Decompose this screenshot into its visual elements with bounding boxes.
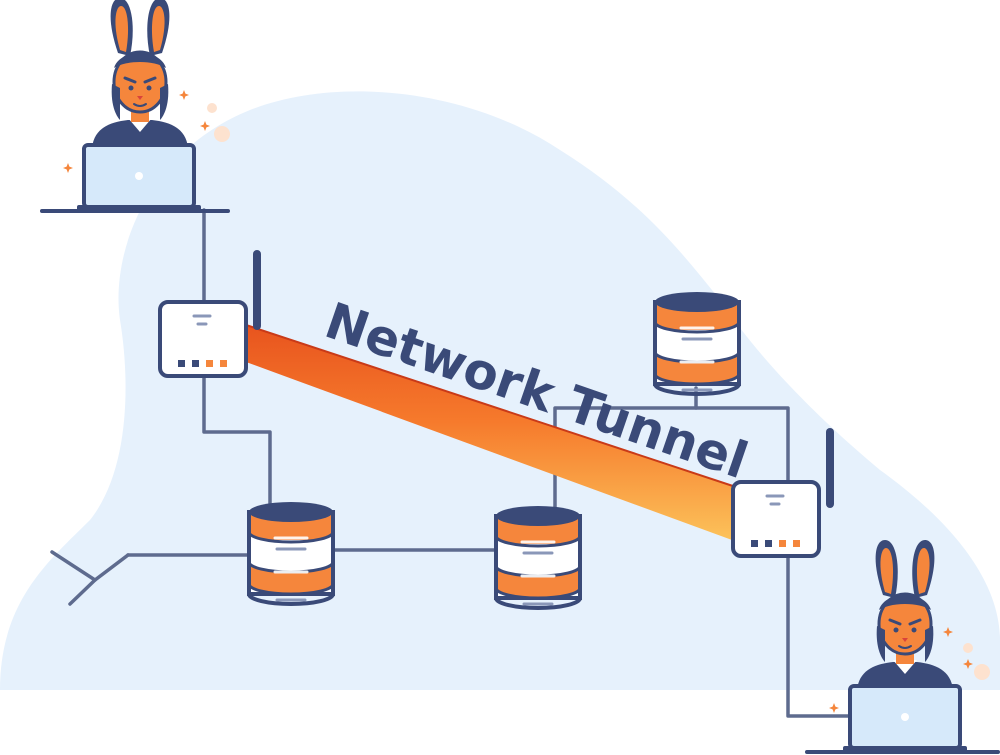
bottom-right-user xyxy=(805,538,1000,754)
desk-line xyxy=(805,750,1000,754)
sparkle-icon xyxy=(179,90,189,100)
desk-line xyxy=(40,209,230,213)
router-left xyxy=(158,250,261,378)
router-right xyxy=(731,428,834,558)
rabbit-user-icon xyxy=(90,0,190,150)
database-server-icon xyxy=(247,500,335,606)
top-left-user xyxy=(40,0,230,213)
router-right-antenna xyxy=(826,428,834,508)
router-left-antenna xyxy=(253,250,261,330)
laptop-icon xyxy=(841,684,969,754)
network-tunnel-band xyxy=(245,324,746,540)
database-server-icon xyxy=(494,504,582,610)
network-connections xyxy=(50,208,850,718)
sparkle-icon xyxy=(200,121,210,131)
sparkle-icon xyxy=(63,163,73,173)
database-server-icon xyxy=(653,290,741,396)
sparkle-icon xyxy=(829,703,839,713)
router-icon xyxy=(158,300,248,378)
router-icon xyxy=(731,480,821,558)
laptop-icon xyxy=(75,143,203,213)
